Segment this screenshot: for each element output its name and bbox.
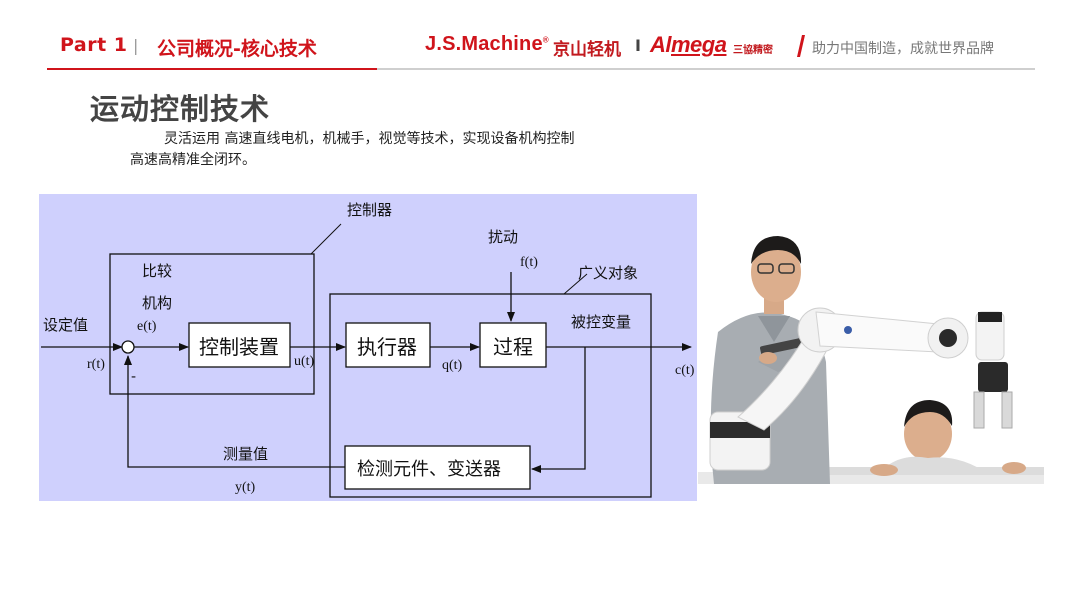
feedback-down-line	[531, 347, 586, 473]
measurement-feedback-line	[124, 355, 345, 468]
q-signal-label: q(t)	[442, 358, 463, 373]
controller-block	[109, 253, 315, 395]
control-device-label: 控制装置	[199, 335, 279, 359]
process-label: 过程	[493, 335, 533, 359]
control-loop-diagram: 控制器 广义对象 比较 机构 设定值 r(t) e(t) - 控制装置 u(t)…	[39, 194, 697, 501]
generalized-object-block	[329, 293, 652, 498]
compare-label-2: 机构	[142, 294, 172, 312]
sensor-label: 检测元件、变送器	[357, 459, 501, 480]
part-separator: |	[133, 36, 139, 55]
almega-cn-name: 三協精密	[733, 45, 773, 56]
page-description: 灵活运用 高速直线电机，机械手，视觉等技术，实现设备机构控制 高速高精准全闭环。	[130, 129, 650, 171]
disturbance-label: 扰动	[488, 228, 518, 246]
process-box	[479, 322, 547, 368]
actuator-box	[345, 322, 431, 368]
control-device-box	[188, 322, 291, 368]
jsmachine-logo-text: J.S.Machine	[425, 33, 543, 55]
part-label: Part 1	[60, 34, 128, 56]
brand-separator: I	[635, 36, 641, 55]
registered-mark: ®	[542, 35, 549, 45]
almega-logo: Almega	[650, 32, 727, 58]
slogan: 助力中国制造，成就世界品牌	[812, 41, 994, 57]
controller-leader-line	[310, 223, 342, 255]
compare-label-1: 比较	[142, 262, 172, 280]
f-signal-label: f(t)	[520, 255, 538, 270]
page-title: 运动控制技术	[90, 92, 271, 126]
e-signal-label: e(t)	[137, 319, 157, 334]
r-signal-label: r(t)	[87, 357, 105, 372]
slash-icon	[797, 35, 805, 57]
header: Part 1 | 公司概况-核心技术 J.S.Machine® 京山轻机 I A…	[0, 0, 1080, 72]
measurement-label: 测量值	[223, 445, 268, 463]
robot-arm-illustration	[698, 236, 1044, 484]
header-divider	[47, 68, 1035, 70]
minus-sign: -	[131, 367, 136, 385]
object-leader-line	[563, 273, 588, 295]
controller-label: 控制器	[347, 201, 392, 219]
section-title: 公司概况-核心技术	[157, 38, 317, 60]
controlled-variable-label: 被控变量	[571, 313, 631, 331]
almega-logo-mega: mega	[671, 32, 727, 57]
actuator-label: 执行器	[357, 335, 417, 359]
y-signal-label: y(t)	[235, 480, 256, 495]
description-line-2: 高速高精准全闭环。	[130, 152, 256, 168]
summing-junction	[121, 340, 135, 354]
jsmachine-logo: J.S.Machine®	[425, 33, 549, 56]
almega-logo-al: Al	[650, 32, 672, 57]
jsmachine-cn-name: 京山轻机	[553, 40, 621, 60]
control-loop-svg: 控制器 广义对象 比较 机构 设定值 r(t) e(t) - 控制装置 u(t)…	[41, 201, 695, 498]
sensor-box	[344, 445, 531, 490]
setpoint-label: 设定值	[43, 316, 88, 334]
header-divider-accent	[47, 68, 377, 70]
c-signal-label: c(t)	[675, 363, 695, 378]
robot-arm-photo	[698, 212, 1044, 484]
description-line-1: 灵活运用 高速直线电机，机械手，视觉等技术，实现设备机构控制	[164, 131, 575, 147]
generalized-object-label: 广义对象	[578, 264, 638, 282]
u-signal-label: u(t)	[294, 354, 315, 369]
